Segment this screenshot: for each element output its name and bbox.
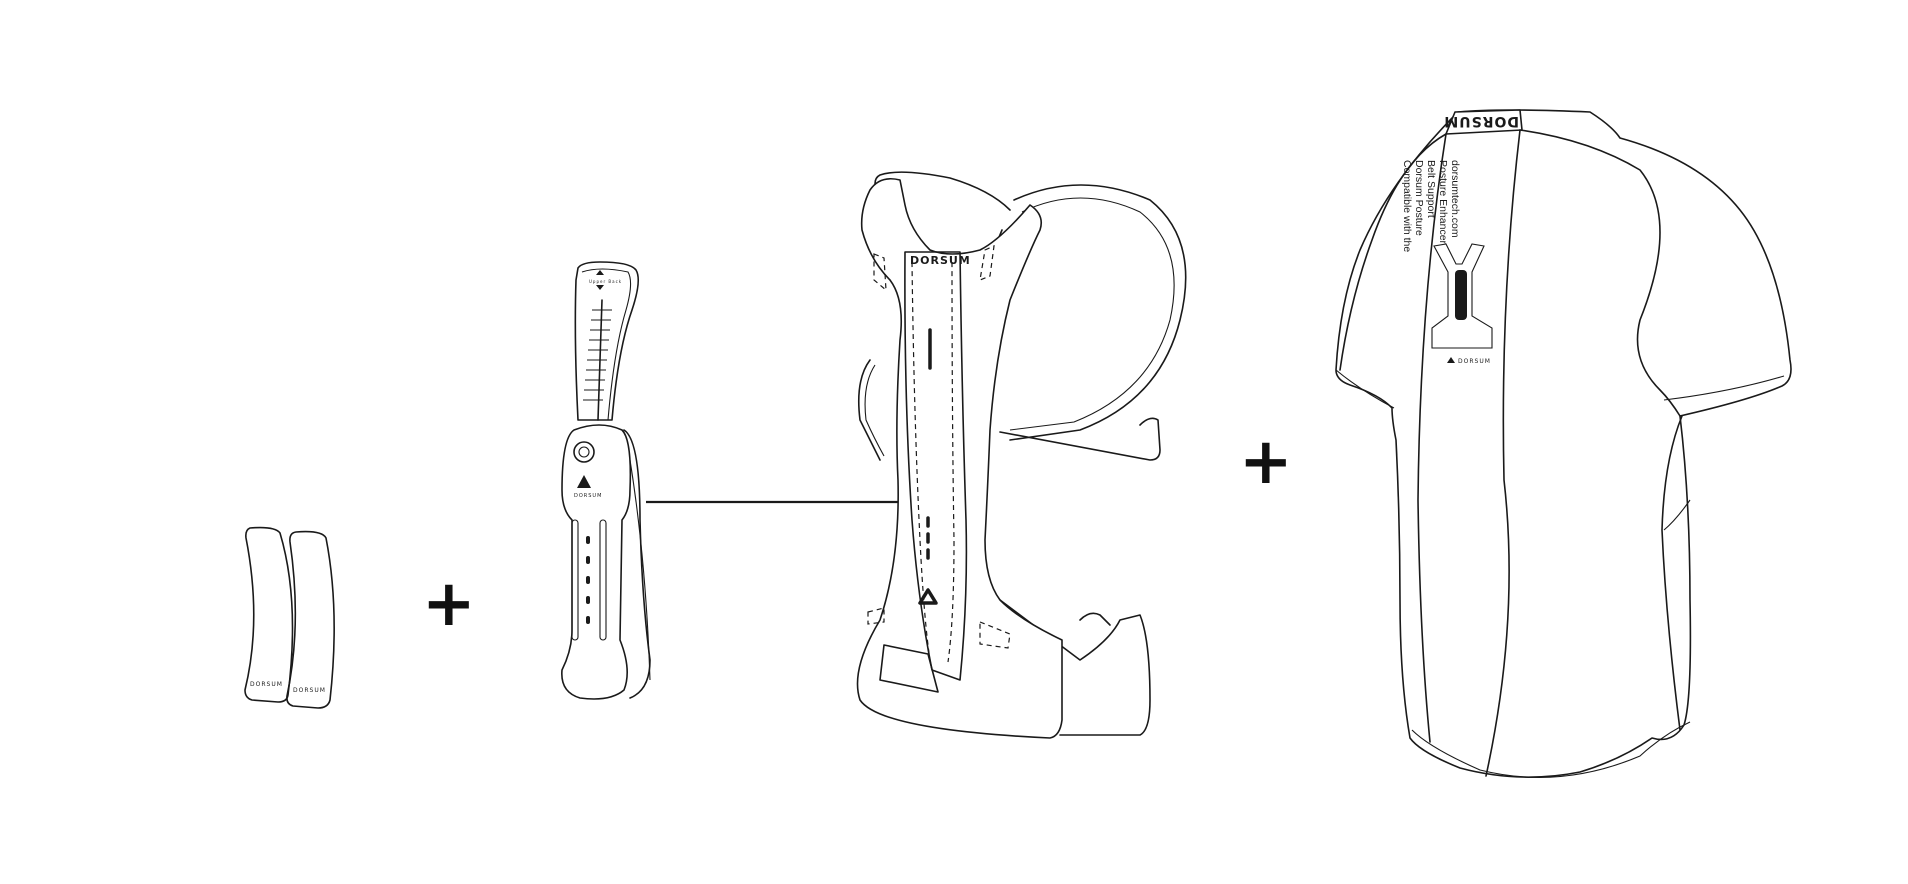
connector-line	[646, 497, 932, 507]
svg-text:Belt Support: Belt Support	[1425, 160, 1437, 218]
back-print: dorsumtech.com Posture Enhancer Belt Sup…	[1401, 160, 1461, 252]
sensor-module: Upper Back DORSUM	[561, 261, 651, 700]
plus-operator-1: +	[422, 567, 476, 641]
posture-harness: DORSUM	[856, 171, 1187, 739]
sensor-brand: DORSUM	[574, 493, 602, 499]
compatible-shirt: DORSUM dorsumtech.com Posture Enhancer B…	[1335, 109, 1792, 778]
plus-operator-2: +	[1239, 425, 1293, 499]
svg-text:Dorsum Posture: Dorsum Posture	[1413, 160, 1425, 236]
svg-text:Compatible with the: Compatible with the	[1401, 160, 1413, 252]
pad-brand-2: DORSUM	[293, 687, 326, 694]
scale-label: Upper Back	[589, 279, 622, 284]
collar-brand: DORSUM	[1443, 113, 1519, 129]
svg-text:dorsumtech.com: dorsumtech.com	[1449, 160, 1461, 238]
harness-brand: DORSUM	[910, 254, 971, 267]
harness-print-icon: DORSUM	[1431, 243, 1493, 365]
pad-brand-1: DORSUM	[250, 681, 283, 688]
adhesive-pads: DORSUM DORSUM	[244, 526, 335, 709]
svg-text:Posture Enhancer: Posture Enhancer	[1437, 160, 1449, 245]
shirt-print-brand: DORSUM	[1458, 358, 1491, 365]
